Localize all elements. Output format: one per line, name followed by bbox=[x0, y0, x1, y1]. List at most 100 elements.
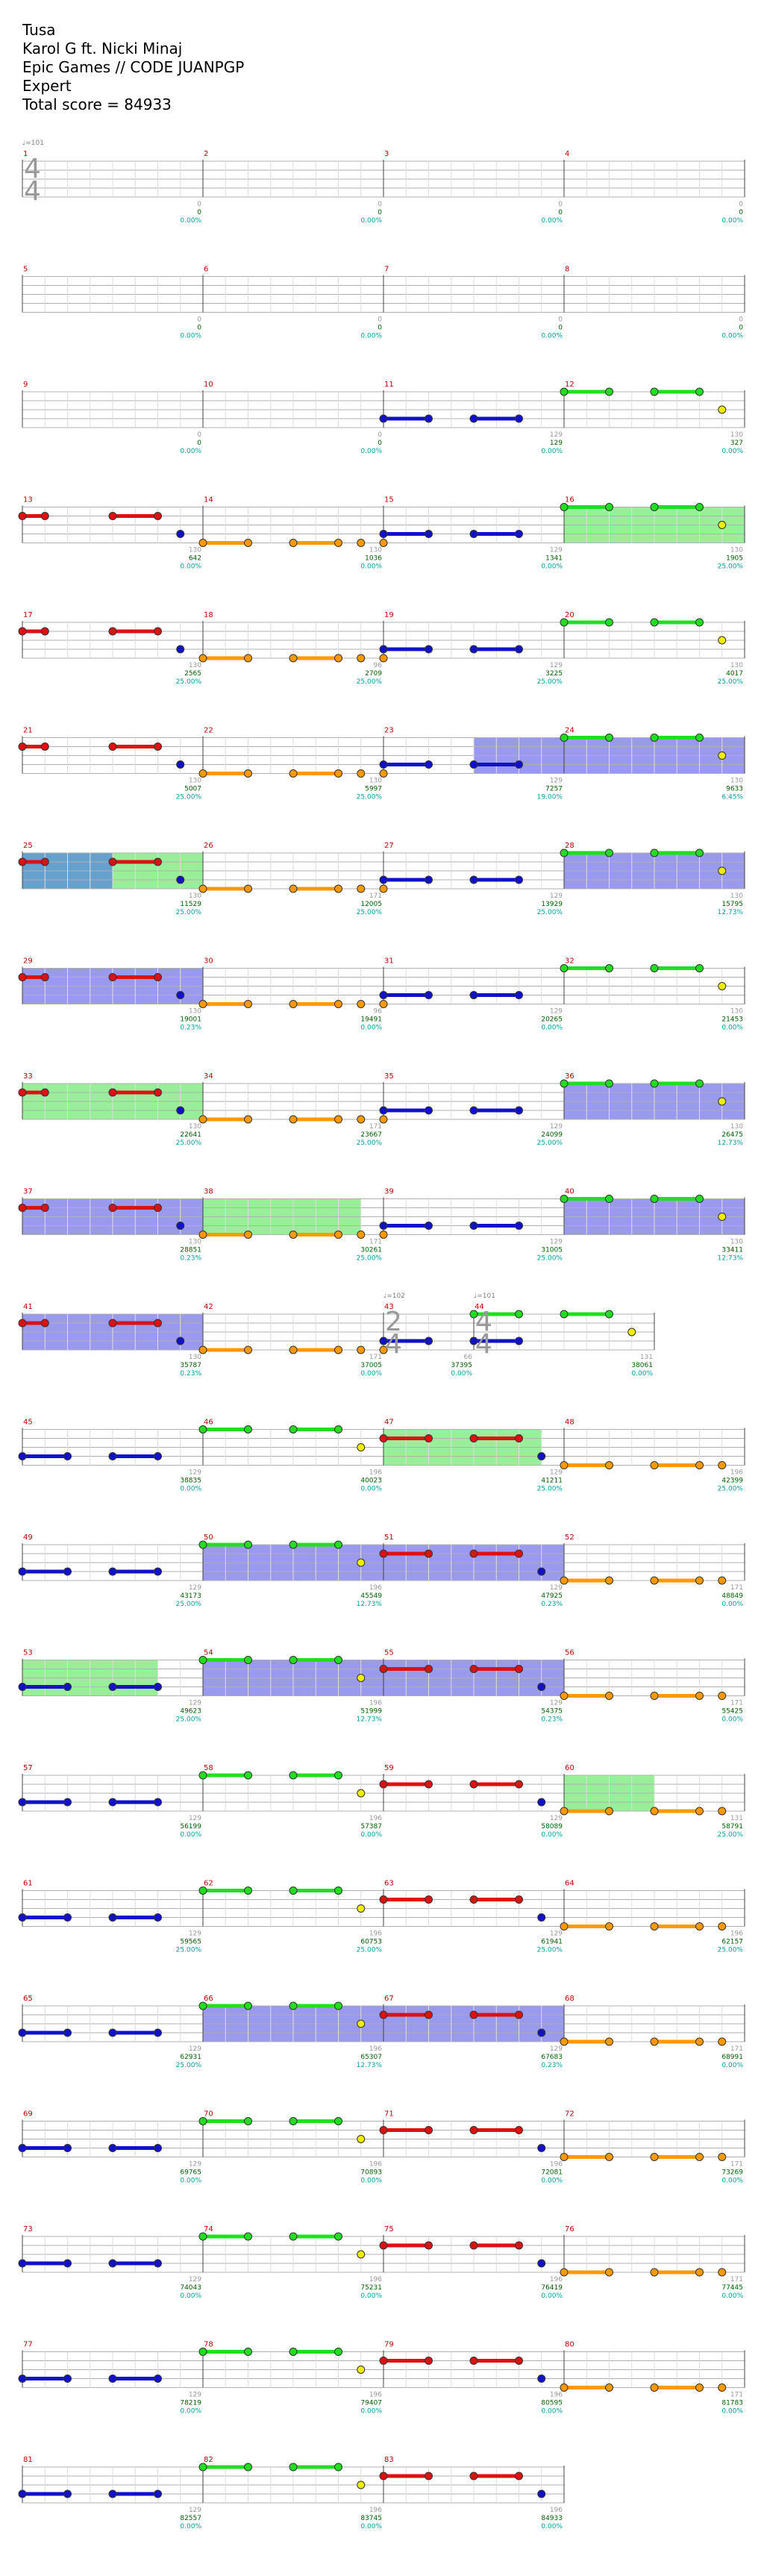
measure-score: 19491 bbox=[360, 1016, 382, 1024]
note bbox=[605, 2383, 613, 2392]
measure-max-mult: 130 bbox=[189, 892, 201, 900]
note bbox=[605, 1079, 613, 1088]
note bbox=[198, 2117, 207, 2125]
note bbox=[198, 1345, 207, 1354]
note bbox=[176, 1222, 185, 1230]
measure-number: 8 bbox=[565, 266, 569, 274]
measure-max-mult: 129 bbox=[550, 1123, 563, 1131]
measure-score: 56199 bbox=[180, 1823, 201, 1831]
measure-max-mult: 196 bbox=[369, 1931, 382, 1938]
measure-percent: 12.73% bbox=[718, 909, 744, 916]
note bbox=[605, 848, 613, 857]
note bbox=[425, 1895, 433, 1904]
note bbox=[289, 1540, 298, 1549]
note bbox=[515, 1780, 523, 1789]
note bbox=[605, 1922, 613, 1931]
measure-percent: 12.73% bbox=[357, 1601, 383, 1608]
note bbox=[63, 1798, 72, 1807]
note bbox=[108, 1452, 117, 1460]
note bbox=[334, 2463, 342, 2472]
measure-score: 61941 bbox=[541, 1939, 563, 1946]
note bbox=[560, 964, 569, 972]
note bbox=[379, 769, 388, 778]
note bbox=[244, 1771, 252, 1780]
note bbox=[695, 1692, 704, 1700]
measure-percent: 0.23% bbox=[541, 2062, 563, 2069]
measure-percent: 0.00% bbox=[541, 2408, 563, 2416]
note bbox=[244, 1656, 252, 1664]
note bbox=[289, 2232, 298, 2241]
measure-max-mult: 130 bbox=[189, 547, 201, 554]
note bbox=[515, 1106, 523, 1115]
measure-percent: 25.00% bbox=[357, 794, 383, 801]
note bbox=[334, 1345, 342, 1354]
measure-score: 21453 bbox=[721, 1016, 743, 1024]
measure-score: 69765 bbox=[180, 2169, 201, 2177]
note bbox=[515, 760, 523, 769]
measure-score: 37005 bbox=[360, 1362, 382, 1369]
measure-percent: 0.00% bbox=[541, 2523, 563, 2530]
measure-score: 11529 bbox=[180, 901, 201, 908]
note bbox=[627, 1328, 636, 1337]
tempo-mark: ♩=101 bbox=[474, 1292, 495, 1300]
measure-percent: 0.00% bbox=[721, 2178, 743, 2185]
note bbox=[379, 1115, 388, 1124]
measure-percent: 25.00% bbox=[718, 1947, 744, 1954]
note bbox=[18, 2375, 27, 2383]
note bbox=[379, 991, 388, 999]
note bbox=[357, 2135, 366, 2143]
note bbox=[515, 1434, 523, 1442]
note bbox=[695, 503, 704, 511]
note bbox=[718, 1213, 727, 1221]
measure-max-mult: 130 bbox=[730, 662, 743, 669]
note bbox=[695, 1807, 704, 1816]
note bbox=[469, 2010, 478, 2019]
measure-score: 7257 bbox=[545, 786, 563, 793]
note bbox=[379, 1549, 388, 1558]
note bbox=[198, 654, 207, 663]
measure-percent: 0.00% bbox=[360, 448, 382, 455]
measure-score: 40023 bbox=[360, 1478, 382, 1485]
note bbox=[718, 1461, 727, 1469]
note bbox=[469, 2472, 478, 2480]
note bbox=[695, 1461, 704, 1469]
measure-max-mult: 129 bbox=[189, 2276, 201, 2283]
note bbox=[18, 2259, 27, 2268]
measure-number: 47 bbox=[384, 1419, 394, 1427]
measure-score: 0 bbox=[197, 440, 201, 447]
measure-percent: 25.00% bbox=[718, 678, 744, 686]
note bbox=[379, 1434, 388, 1442]
note bbox=[650, 1922, 659, 1931]
measure-percent: 25.00% bbox=[718, 563, 744, 571]
measure-max-mult: 171 bbox=[369, 1239, 382, 1246]
measure-score: 15795 bbox=[721, 901, 743, 908]
measure-score: 22641 bbox=[180, 1131, 201, 1139]
measure-percent: 12.73% bbox=[718, 1255, 744, 1263]
note bbox=[695, 2383, 704, 2392]
note bbox=[379, 875, 388, 884]
note bbox=[18, 2144, 27, 2152]
note bbox=[469, 1310, 478, 1319]
note bbox=[650, 1079, 659, 1088]
measure-max-mult: 129 bbox=[550, 1239, 563, 1246]
measure-number: 11 bbox=[384, 381, 394, 389]
measure-number: 12 bbox=[565, 381, 574, 389]
note bbox=[425, 1337, 433, 1345]
note bbox=[244, 1000, 252, 1008]
measure-percent: 0.00% bbox=[180, 448, 201, 455]
note bbox=[650, 1576, 659, 1585]
note bbox=[718, 1097, 727, 1106]
note bbox=[63, 2028, 72, 2037]
measure-max-mult: 66 bbox=[464, 1354, 473, 1361]
note bbox=[154, 1319, 162, 1328]
measure-number: 18 bbox=[204, 611, 213, 619]
measure-score: 2565 bbox=[184, 670, 201, 678]
note bbox=[379, 1106, 388, 1115]
note bbox=[154, 857, 162, 866]
measure-score: 1036 bbox=[365, 555, 382, 563]
measure-score: 62157 bbox=[721, 1939, 743, 1946]
note bbox=[515, 645, 523, 654]
note bbox=[357, 1904, 366, 1913]
note bbox=[244, 2232, 252, 2241]
note bbox=[18, 1798, 27, 1807]
